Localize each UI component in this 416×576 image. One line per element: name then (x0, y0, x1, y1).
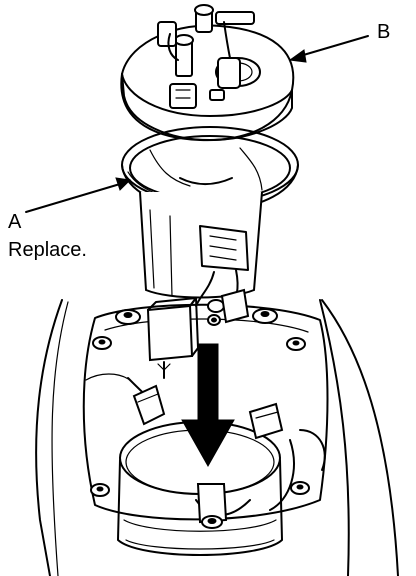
tank-bolts (90, 308, 310, 497)
fuel-tank-body (35, 299, 399, 576)
callout-a-letter: A (8, 211, 22, 233)
callout-b-letter: B (377, 21, 390, 43)
callout-a-note: Replace. (8, 239, 87, 261)
pump-lid (120, 4, 295, 142)
down-arrow-icon (181, 343, 235, 468)
fuel-pump-assembly (120, 4, 299, 379)
leader-arrow-icon (25, 35, 369, 213)
